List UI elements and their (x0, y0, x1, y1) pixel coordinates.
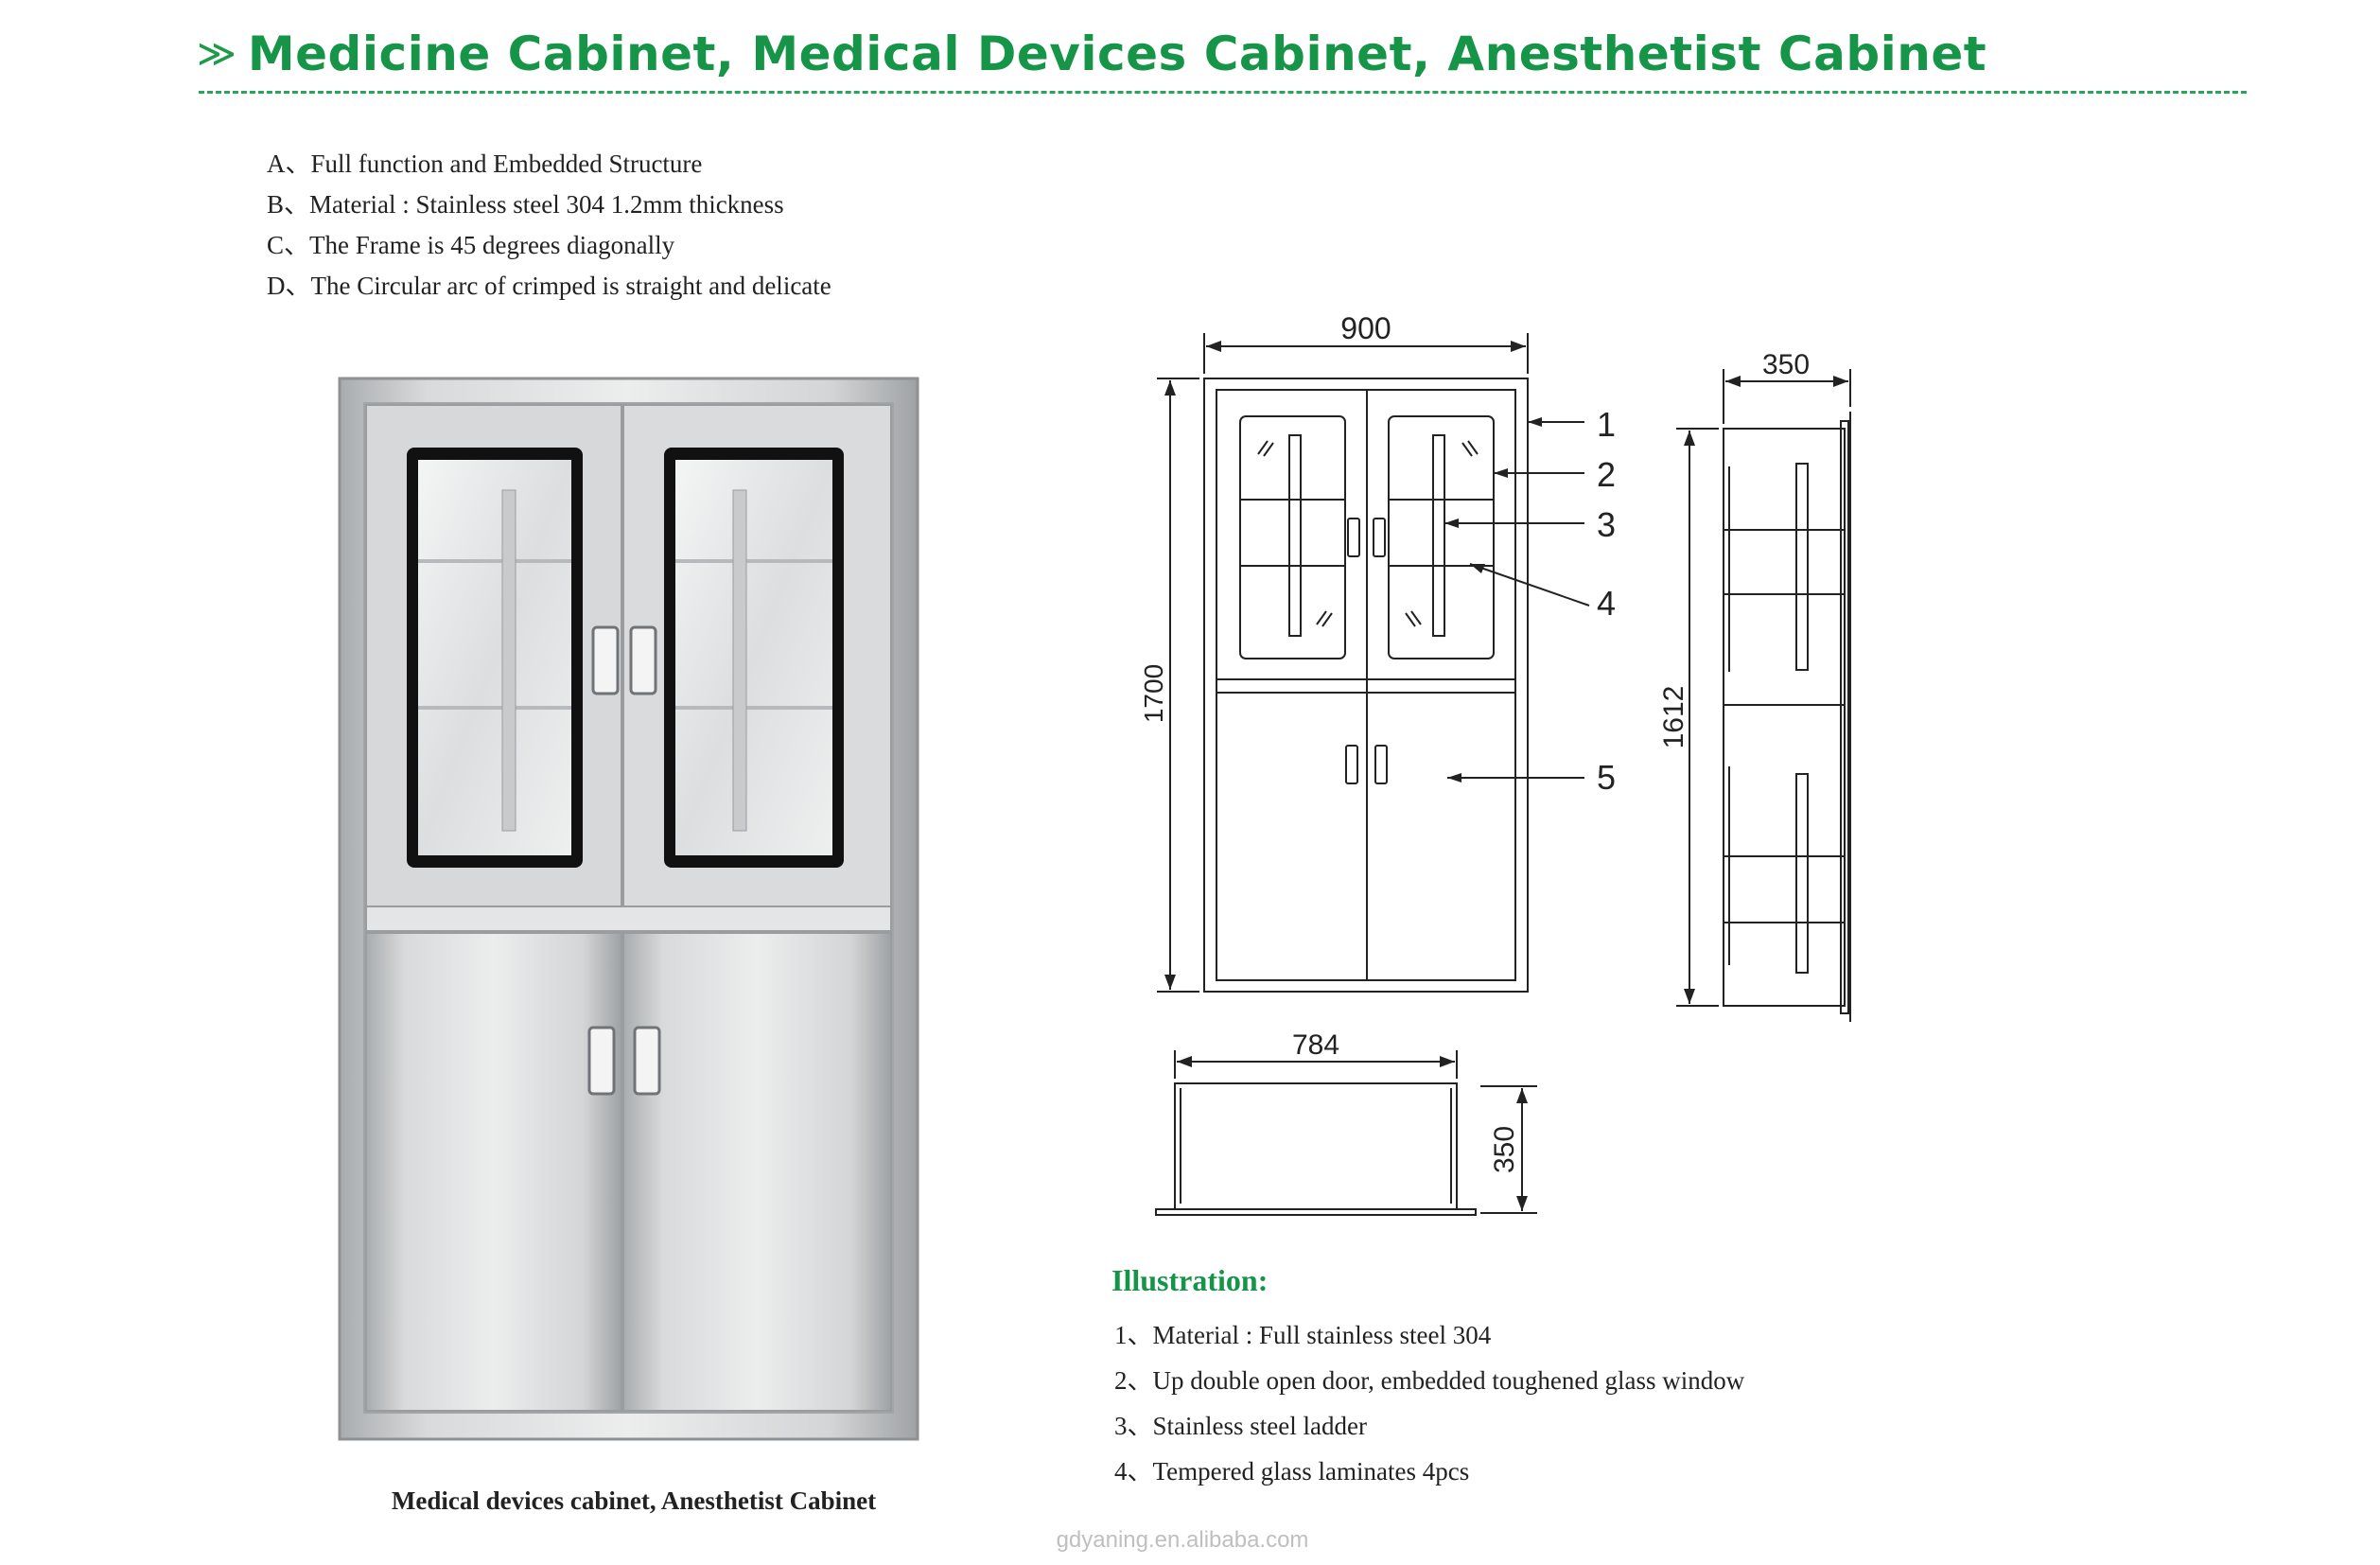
double-chevron-icon: ≫ (197, 32, 236, 76)
photo-caption: Medical devices cabinet, Anesthetist Cab… (391, 1486, 877, 1515)
feature-item: A、Full function and Embedded Structure (267, 149, 703, 178)
top-view-outline (1174, 1082, 1458, 1210)
illustration-item: 4、Tempered glass laminates 4pcs (1114, 1457, 1470, 1486)
top-depth-label: 350 (1489, 1126, 1520, 1173)
side-height-label: 1612 (1658, 686, 1689, 749)
callout-5: 5 (1597, 758, 1616, 797)
side-view-outline (1723, 428, 1846, 1007)
callout-4: 4 (1597, 584, 1616, 623)
front-height-label: 1700 (1139, 664, 1168, 723)
illustration-item: 1、Material : Full stainless steel 304 (1114, 1321, 1492, 1349)
feature-item: B、Material : Stainless steel 304 1.2mm t… (267, 190, 784, 219)
callout-1: 1 (1597, 405, 1616, 444)
illustration-list: 1、Material : Full stainless steel 304 2、… (1114, 1312, 1744, 1494)
side-depth-label: 350 (1762, 349, 1810, 380)
front-view-outline (1203, 378, 1529, 993)
page-header: ≫ Medicine Cabinet, Medical Devices Cabi… (197, 21, 1986, 87)
feature-item: D、The Circular arc of crimped is straigh… (267, 272, 831, 300)
title-divider (199, 91, 2247, 94)
cabinet-photo-graphic (338, 377, 919, 1441)
feature-item: C、The Frame is 45 degrees diagonally (267, 231, 675, 259)
callout-2: 2 (1597, 455, 1616, 494)
illustration-item: 2、Up double open door, embedded toughene… (1114, 1366, 1745, 1395)
front-width-label: 900 (1340, 311, 1391, 345)
feature-list: A、Full function and Embedded Structure B… (267, 144, 831, 307)
cabinet-photo (338, 377, 919, 1441)
top-width-label: 784 (1292, 1029, 1339, 1061)
illustration-title: Illustration: (1111, 1263, 1269, 1297)
illustration-item: 3、Stainless steel ladder (1114, 1412, 1367, 1440)
page-title: Medicine Cabinet, Medical Devices Cabine… (247, 26, 1987, 81)
callout-3: 3 (1597, 505, 1616, 544)
watermark: gdyaning.en.alibaba.com (1056, 1527, 1309, 1553)
